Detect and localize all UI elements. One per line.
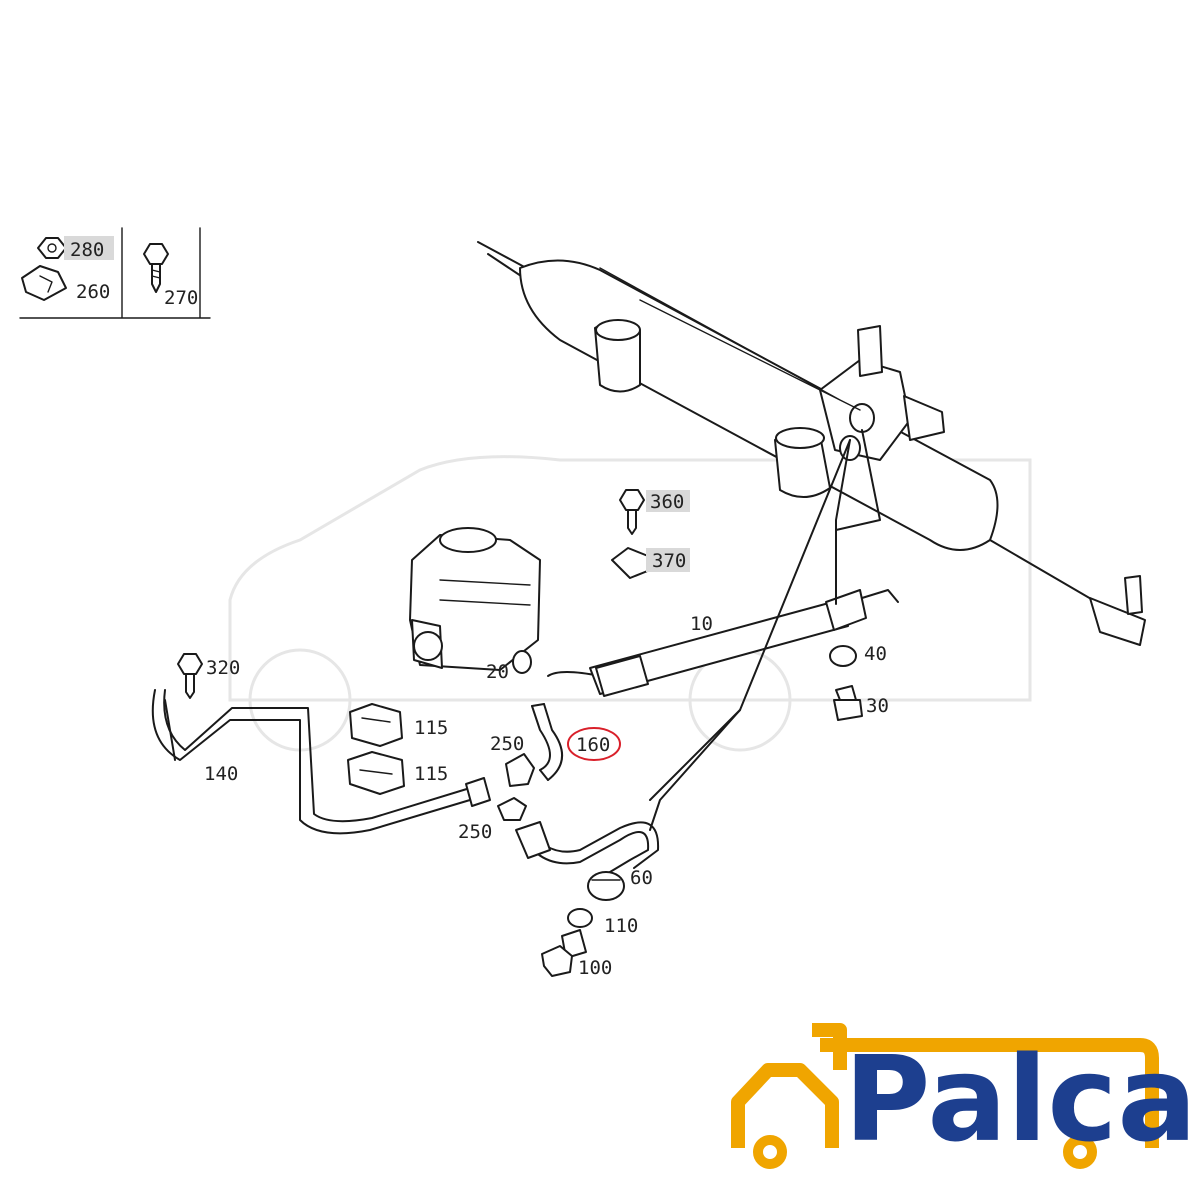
nut-280-icon bbox=[37, 237, 67, 259]
label-250-upper: 250 bbox=[490, 733, 524, 755]
label-370: 370 bbox=[652, 550, 686, 572]
label-360: 360 bbox=[650, 491, 684, 513]
label-140: 140 bbox=[204, 763, 238, 785]
fastener-legend bbox=[19, 227, 211, 319]
clip-370-icon bbox=[611, 547, 651, 579]
label-250-lower: 250 bbox=[458, 821, 492, 843]
screw-270-icon bbox=[143, 243, 169, 293]
lower-pipe bbox=[515, 821, 660, 977]
screw-360-icon bbox=[619, 489, 645, 535]
label-10: 10 bbox=[690, 613, 713, 635]
label-260: 260 bbox=[76, 281, 110, 303]
label-60: 60 bbox=[630, 867, 653, 889]
hose-clamp-250-icon bbox=[505, 753, 535, 787]
label-100: 100 bbox=[578, 957, 612, 979]
label-160: 160 bbox=[576, 734, 610, 756]
palca-logo: Palca bbox=[731, 1023, 1197, 1169]
label-280: 280 bbox=[70, 239, 104, 261]
highlight-ring-160 bbox=[567, 727, 621, 761]
label-320: 320 bbox=[206, 657, 240, 679]
clip-260-icon bbox=[21, 265, 67, 301]
logo-text: Palca bbox=[844, 1030, 1197, 1168]
label-40: 40 bbox=[864, 643, 887, 665]
steering-rack bbox=[477, 241, 1146, 646]
pressure-hose bbox=[547, 429, 899, 721]
label-20: 20 bbox=[486, 661, 509, 683]
clamp-115-lower-icon bbox=[347, 751, 405, 795]
label-30: 30 bbox=[866, 695, 889, 717]
label-110: 110 bbox=[604, 915, 638, 937]
label-115-lower: 115 bbox=[414, 763, 448, 785]
power-steering-pump bbox=[409, 527, 541, 674]
return-hose-160 bbox=[531, 703, 563, 781]
label-270: 270 bbox=[164, 287, 198, 309]
hose-clamp-250-lower-icon bbox=[497, 797, 527, 821]
clamp-115-upper-icon bbox=[349, 703, 403, 747]
car-icon bbox=[731, 1023, 1159, 1169]
label-115-upper: 115 bbox=[414, 717, 448, 739]
return-pipe bbox=[151, 653, 491, 835]
